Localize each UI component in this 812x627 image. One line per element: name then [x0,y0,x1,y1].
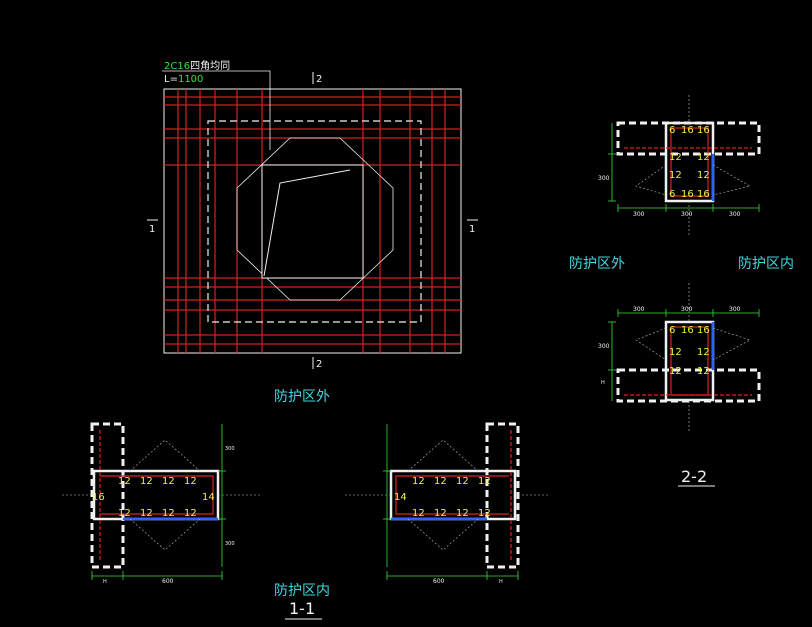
section-1-1-title: 1-1 [289,599,315,618]
dimension-lines [608,123,760,212]
slab-rebar [395,430,512,560]
section-1-1-caption: 防护区内 [274,583,330,599]
column-rebar [624,127,752,197]
dim-top-2: 300 [729,306,741,313]
dim-width: 600 [433,578,445,585]
slab-outline [389,469,517,521]
slab-rebar [99,430,214,560]
plan-diagonal-line [263,169,351,277]
svg-text:12: 12 [184,476,197,487]
svg-text:6: 6 [669,189,675,200]
svg-text:12: 12 [697,170,710,181]
plan-octagon [236,137,394,301]
svg-text:16: 16 [697,325,710,336]
dim-300-top: 300 [225,446,235,452]
svg-text:16: 16 [92,492,105,503]
bar-labels: 12 12 12 12 12 12 12 12 14 16 [92,476,215,519]
bar-labels: 6 16 16 12 12 12 12 [669,325,710,377]
dim-top-2: 300 [729,211,741,218]
svg-text:12: 12 [412,508,425,519]
svg-text:16: 16 [681,325,694,336]
dim-top-0: 300 [633,306,645,313]
dimension-lines [608,309,760,401]
dim-h: H [601,380,605,386]
section-2-2-caption-left: 防护区外 [569,256,625,272]
svg-text:6: 6 [669,125,675,136]
dim-width: 600 [162,578,174,585]
svg-text:12: 12 [456,476,469,487]
svg-text:6: 6 [669,325,675,336]
section-mark-right: 1 [469,224,475,235]
svg-text:12: 12 [434,476,447,487]
svg-text:14: 14 [394,492,407,503]
section-mark-top: 2 [316,74,322,85]
section-2-2-caption-right: 防护区内 [738,256,794,272]
wall-outline [616,368,761,403]
svg-text:16: 16 [681,125,694,136]
diagonal-guides [635,283,751,432]
dim-h: H [103,579,107,585]
dim-top-0: 300 [633,211,645,218]
bar-labels: 6 16 16 12 12 12 12 6 16 16 [669,125,710,200]
section-2-2-bottom: 300 300 300 300 H 6 16 16 12 12 12 12 [598,283,761,432]
diagonal-guides [62,439,260,551]
svg-text:12: 12 [478,476,491,487]
svg-text:12: 12 [478,508,491,519]
svg-text:12: 12 [669,366,682,377]
svg-text:16: 16 [697,125,710,136]
diagonal-guides [345,439,550,551]
svg-text:12: 12 [669,347,682,358]
plan-wall-outline [207,120,422,323]
slab-outline [92,469,220,521]
svg-text:12: 12 [118,508,131,519]
dim-h: H [499,579,503,585]
plan-view: 2C16四角均同 L=1100 2 2 1 1 防护区外 [147,60,478,405]
plan-inner-opening [261,164,364,279]
svg-text:14: 14 [202,492,215,503]
section-mark-bottom: 2 [316,359,322,370]
svg-text:16: 16 [697,189,710,200]
section-2-2-title: 2-2 [681,467,707,486]
dim-top-1: 300 [681,306,693,313]
svg-text:12: 12 [140,476,153,487]
svg-text:12: 12 [162,476,175,487]
svg-text:16: 16 [681,189,694,200]
dim-side: 300 [598,175,610,182]
section-mark-left: 1 [149,224,155,235]
dim-300-bottom: 300 [225,541,235,547]
svg-text:12: 12 [456,508,469,519]
svg-text:12: 12 [434,508,447,519]
section-1-1-right: 600 H 12 12 12 12 12 12 12 12 14 [345,422,550,585]
svg-text:12: 12 [140,508,153,519]
svg-text:12: 12 [697,366,710,377]
svg-text:12: 12 [118,476,131,487]
wall-outline [485,422,520,569]
bar-labels: 12 12 12 12 12 12 12 12 14 [394,476,491,519]
plan-caption: 防护区外 [274,389,330,405]
svg-text:12: 12 [669,152,682,163]
dim-top-1: 300 [681,211,693,218]
leader-line [162,70,271,150]
svg-text:12: 12 [669,170,682,181]
leader-label: 2C16四角均同 [164,60,230,72]
section-1-1-left: 600 H 300 300 12 12 12 12 12 12 12 12 14… [62,422,260,585]
svg-text:12: 12 [412,476,425,487]
wall-outline [90,422,125,569]
section-2-2-top: 300 300 300 300 6 16 16 12 12 12 12 6 16… [598,95,761,235]
diagonal-guides [635,95,751,235]
svg-text:12: 12 [184,508,197,519]
dimension-lines [383,424,519,580]
dim-side: 300 [598,343,610,350]
plan-rebar-grid [164,89,461,353]
column-rebar [624,326,752,396]
plan-outer-frame [163,88,462,354]
svg-text:12: 12 [162,508,175,519]
dimension-lines [91,424,226,580]
length-label: L=1100 [164,74,203,85]
svg-text:12: 12 [697,347,710,358]
svg-text:12: 12 [697,152,710,163]
